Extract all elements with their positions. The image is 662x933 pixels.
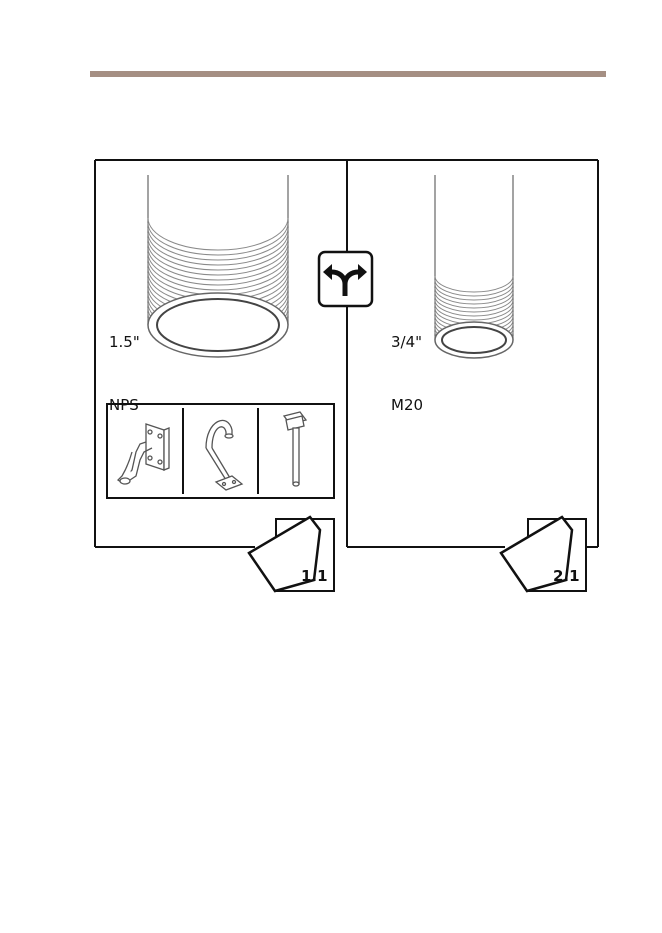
- pipe-3-4-m20: [435, 175, 513, 358]
- thread-line: [148, 218, 288, 250]
- size-label-right: 3/4" M20: [391, 290, 423, 437]
- size-label-right-thread: M20: [391, 395, 423, 416]
- step-number-left: 1.1: [301, 567, 328, 585]
- mount-accessories-box: [107, 404, 334, 498]
- size-label-left-thread: NPS: [109, 395, 140, 416]
- thread-line: [435, 276, 513, 292]
- pipe-1-5-nps: [148, 175, 288, 357]
- size-label-right-size: 3/4": [391, 332, 423, 353]
- thread-line: [435, 280, 513, 296]
- size-label-left: 1.5" NPS: [109, 290, 140, 437]
- size-label-left-size: 1.5": [109, 332, 140, 353]
- step-number-right: 2.1: [553, 567, 580, 585]
- fork-arrows-icon: [319, 252, 372, 306]
